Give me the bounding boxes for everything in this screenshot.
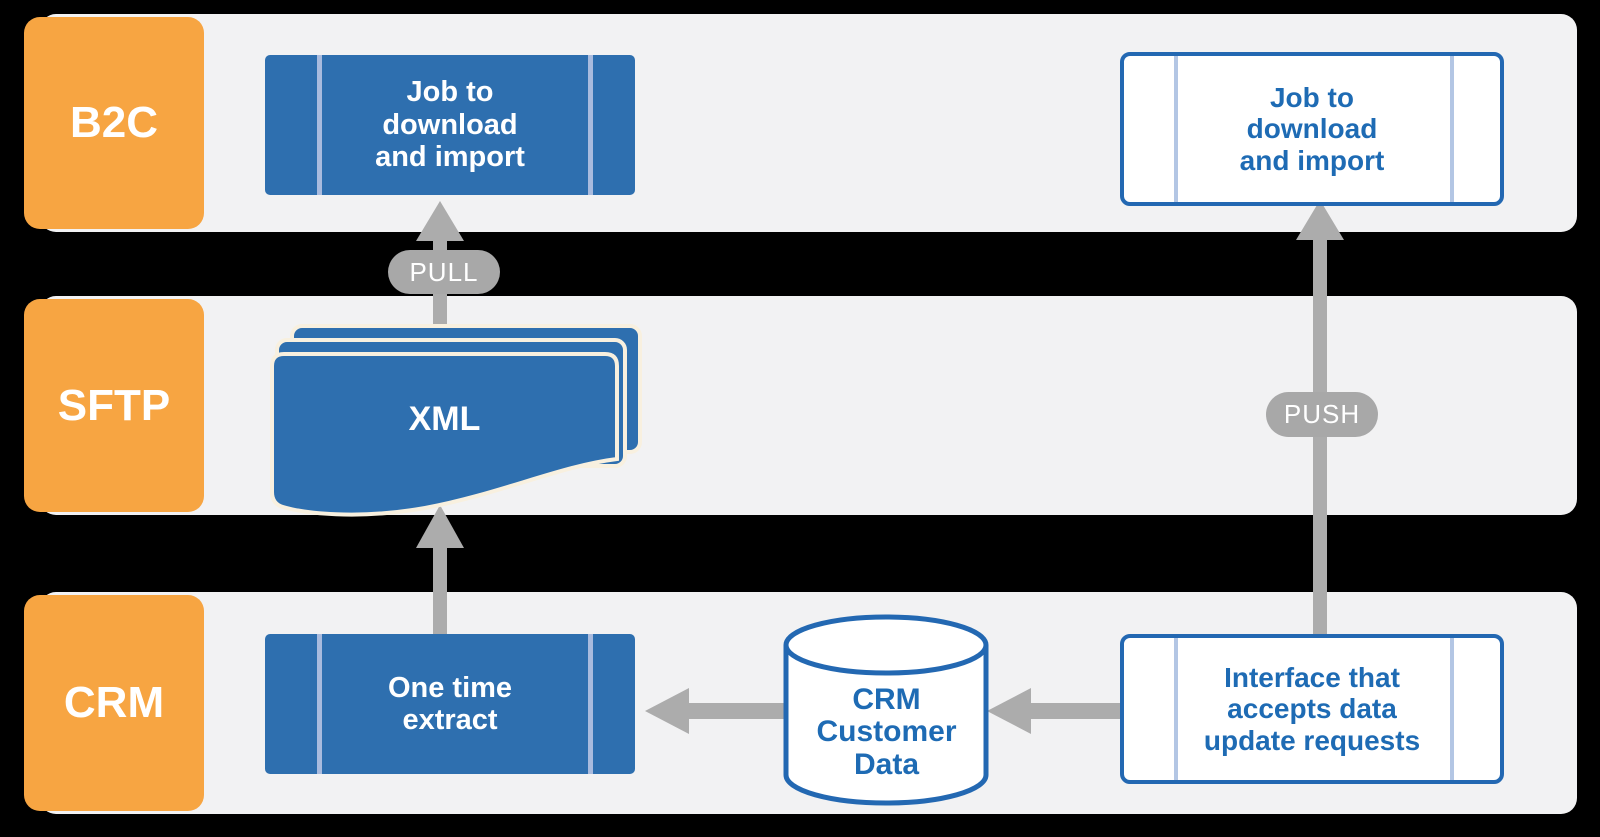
push-badge-label: PUSH	[1283, 399, 1361, 429]
xml-documents-label: XML	[408, 400, 481, 438]
crm-customer-data-label: CRM Customer Data	[816, 683, 957, 781]
document-stack-xml-icon	[270, 324, 642, 517]
interface-to-data-arrow	[987, 688, 1125, 734]
lane-label-b2c-text: B2C	[69, 98, 159, 147]
node-job-download-import-right: Job to download and import	[1120, 52, 1504, 206]
arrow-up-icon	[416, 505, 464, 548]
pull-badge: PULL	[388, 250, 500, 294]
cylinder-body	[783, 645, 989, 806]
document-front	[270, 352, 619, 517]
arrow-left-icon	[645, 688, 689, 734]
node-job-download-import-right-label: Job to download and import	[1239, 81, 1385, 176]
interface-to-data-arrow-shaft	[1028, 703, 1125, 719]
lane-label-crm: CRM	[24, 595, 204, 811]
lane-label-sftp-text: SFTP	[57, 380, 171, 430]
arrow-left-icon	[987, 688, 1031, 734]
extract-to-xml-arrow-shaft	[433, 546, 447, 638]
arrow-up-icon	[1296, 200, 1344, 240]
arrow-up-icon	[416, 201, 464, 241]
node-job-download-import-b2c: Job to download and import	[265, 55, 635, 195]
data-to-extract-arrow	[645, 688, 788, 734]
node-interface-accepts-updates: Interface that accepts data update reque…	[1120, 634, 1504, 784]
lane-label-sftp: SFTP	[24, 299, 204, 512]
extract-to-xml-arrow	[416, 505, 464, 638]
lane-label-crm-text: CRM	[63, 678, 165, 727]
push-badge: PUSH	[1266, 392, 1378, 437]
node-one-time-extract: One time extract	[265, 634, 635, 774]
pull-badge-label: PULL	[409, 256, 479, 287]
node-job-download-import-b2c-label: Job to download and import	[375, 76, 525, 174]
database-cylinder-icon	[783, 614, 989, 806]
cylinder-top	[783, 614, 989, 676]
lane-label-b2c: B2C	[24, 17, 204, 229]
data-to-extract-arrow-shaft	[686, 703, 788, 719]
node-one-time-extract-label: One time extract	[387, 671, 513, 736]
node-interface-accepts-updates-label: Interface that accepts data update reque…	[1203, 661, 1421, 756]
